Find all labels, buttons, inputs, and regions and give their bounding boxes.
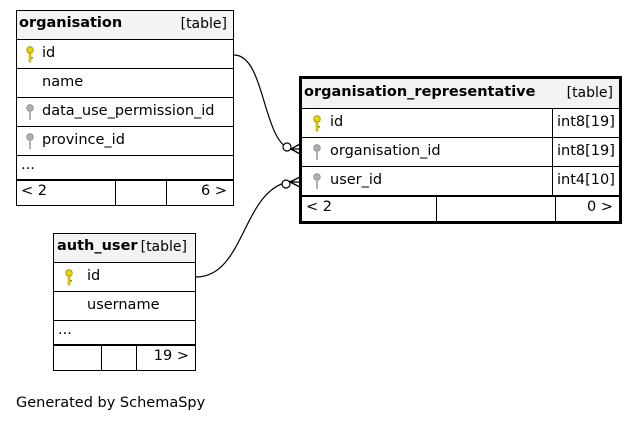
footer-cell [436,197,555,221]
children-count[interactable]: 0 > [587,199,613,215]
foreign-key-icon [313,173,321,189]
table-auth-user[interactable]: auth_user [table] id username ... 19 > [53,233,196,371]
footer-cell [101,346,136,370]
column-row[interactable]: id int8[19] [302,109,619,138]
foreign-key-icon [26,104,34,120]
primary-key-icon [313,115,321,132]
column-name: user_id [330,172,383,188]
column-name: id [42,45,56,61]
column-row[interactable]: province_id [17,127,233,156]
column-type: int4[10] [552,167,619,195]
crowfoot-organisation-id [282,142,301,155]
parents-count[interactable]: < 2 [21,183,47,199]
edge-organisation-to-representative [233,54,294,151]
edge-auth-user-to-representative [195,180,294,278]
table-header: organisation [table] [17,11,233,40]
more-columns-row: ... [17,156,233,180]
column-row[interactable]: id [17,40,233,69]
parents-count[interactable]: < 2 [306,199,332,215]
footer-cell [115,181,166,205]
column-type: int8[19] [552,138,619,166]
column-name: id [87,268,101,284]
column-name: data_use_permission_id [42,103,215,119]
footer-cell: 6 > [166,181,233,205]
column-row[interactable]: organisation_id int8[19] [302,138,619,167]
primary-key-icon [65,269,73,286]
table-organisation-representative[interactable]: organisation_representative [table] id i… [299,76,622,224]
column-row[interactable]: data_use_permission_id [17,98,233,127]
children-count[interactable]: 19 > [153,348,189,364]
column-row[interactable]: username [54,292,195,321]
table-footer: < 2 6 > [17,180,233,205]
more-columns-row: ... [54,321,195,345]
table-footer: 19 > [54,345,195,370]
column-row[interactable]: user_id int4[10] [302,167,619,196]
table-kind: [table] [180,16,227,32]
generated-by-footer: Generated by SchemaSpy [16,395,206,411]
ellipsis: ... [21,157,35,173]
children-count[interactable]: 6 > [201,183,227,199]
table-name[interactable]: organisation [19,15,123,31]
primary-key-icon [26,46,34,63]
column-name: id [330,114,344,130]
column-name: username [87,297,160,313]
crowfoot-user-id [281,176,301,189]
column-type: int8[19] [552,109,619,137]
table-organisation[interactable]: organisation [table] id name data_use_pe… [16,10,234,206]
ellipsis: ... [58,322,72,338]
table-name[interactable]: organisation_representative [304,84,536,100]
column-row[interactable]: name [17,69,233,98]
foreign-key-icon [26,133,34,149]
table-kind: [table] [566,85,613,101]
column-name: name [42,74,84,90]
foreign-key-icon [313,144,321,160]
table-header: organisation_representative [table] [302,79,619,109]
table-kind: [table] [140,239,187,255]
table-name[interactable]: auth_user [57,238,138,254]
column-row[interactable]: id [54,263,195,292]
table-footer: < 2 0 > [302,196,619,221]
footer-cell: 0 > [555,197,619,221]
column-name: province_id [42,132,125,148]
footer-cell: 19 > [136,346,195,370]
column-name: organisation_id [330,143,441,159]
table-header: auth_user [table] [54,234,195,263]
